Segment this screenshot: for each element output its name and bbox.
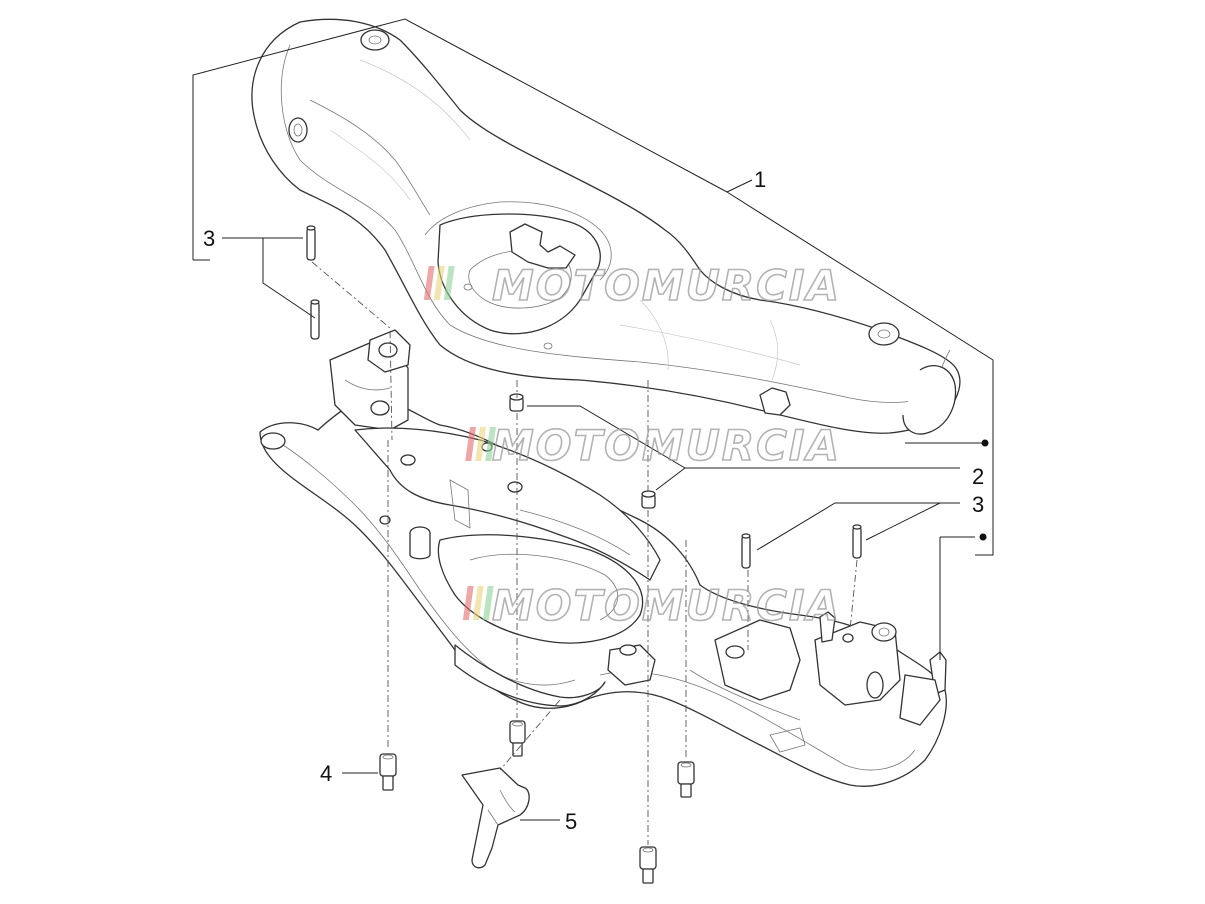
screw-right [677,761,695,798]
callout-3-left: 3 [203,226,215,251]
watermark-text-bottom: MOTOMURCIA [492,581,841,630]
spacer-bushing-upper [509,393,524,412]
dowel-pin-left-upper [306,225,316,261]
screw-bottom [639,846,657,884]
callout-2: 2 [972,464,984,489]
assembly-axes [311,261,858,845]
callout-4: 4 [320,761,332,786]
callout-1: 1 [754,167,766,192]
watermark-bottom: MOTOMURCIA [462,580,841,631]
callout-labels: 1 2 3 3 4 5 [203,167,984,834]
dowel-pin-left-lower [310,299,320,340]
watermark-text-top: MOTOMURCIA [492,261,841,310]
leader-lines [192,18,994,821]
callout-5: 5 [565,809,577,834]
watermark-text-middle: MOTOMURCIA [492,421,841,470]
screw-center [509,720,526,757]
callout-3-right: 3 [972,492,984,517]
watermark-top: MOTOMURCIA [423,260,841,311]
dowel-pin-right-2 [852,524,862,559]
watermark-middle: MOTOMURCIA [465,420,841,471]
dowel-pin-right-1 [741,533,751,569]
screw-left [379,753,397,791]
bracket-part [461,767,530,869]
upper-handlebar-cover [251,18,961,435]
spacer-bushing-lower [641,490,656,509]
